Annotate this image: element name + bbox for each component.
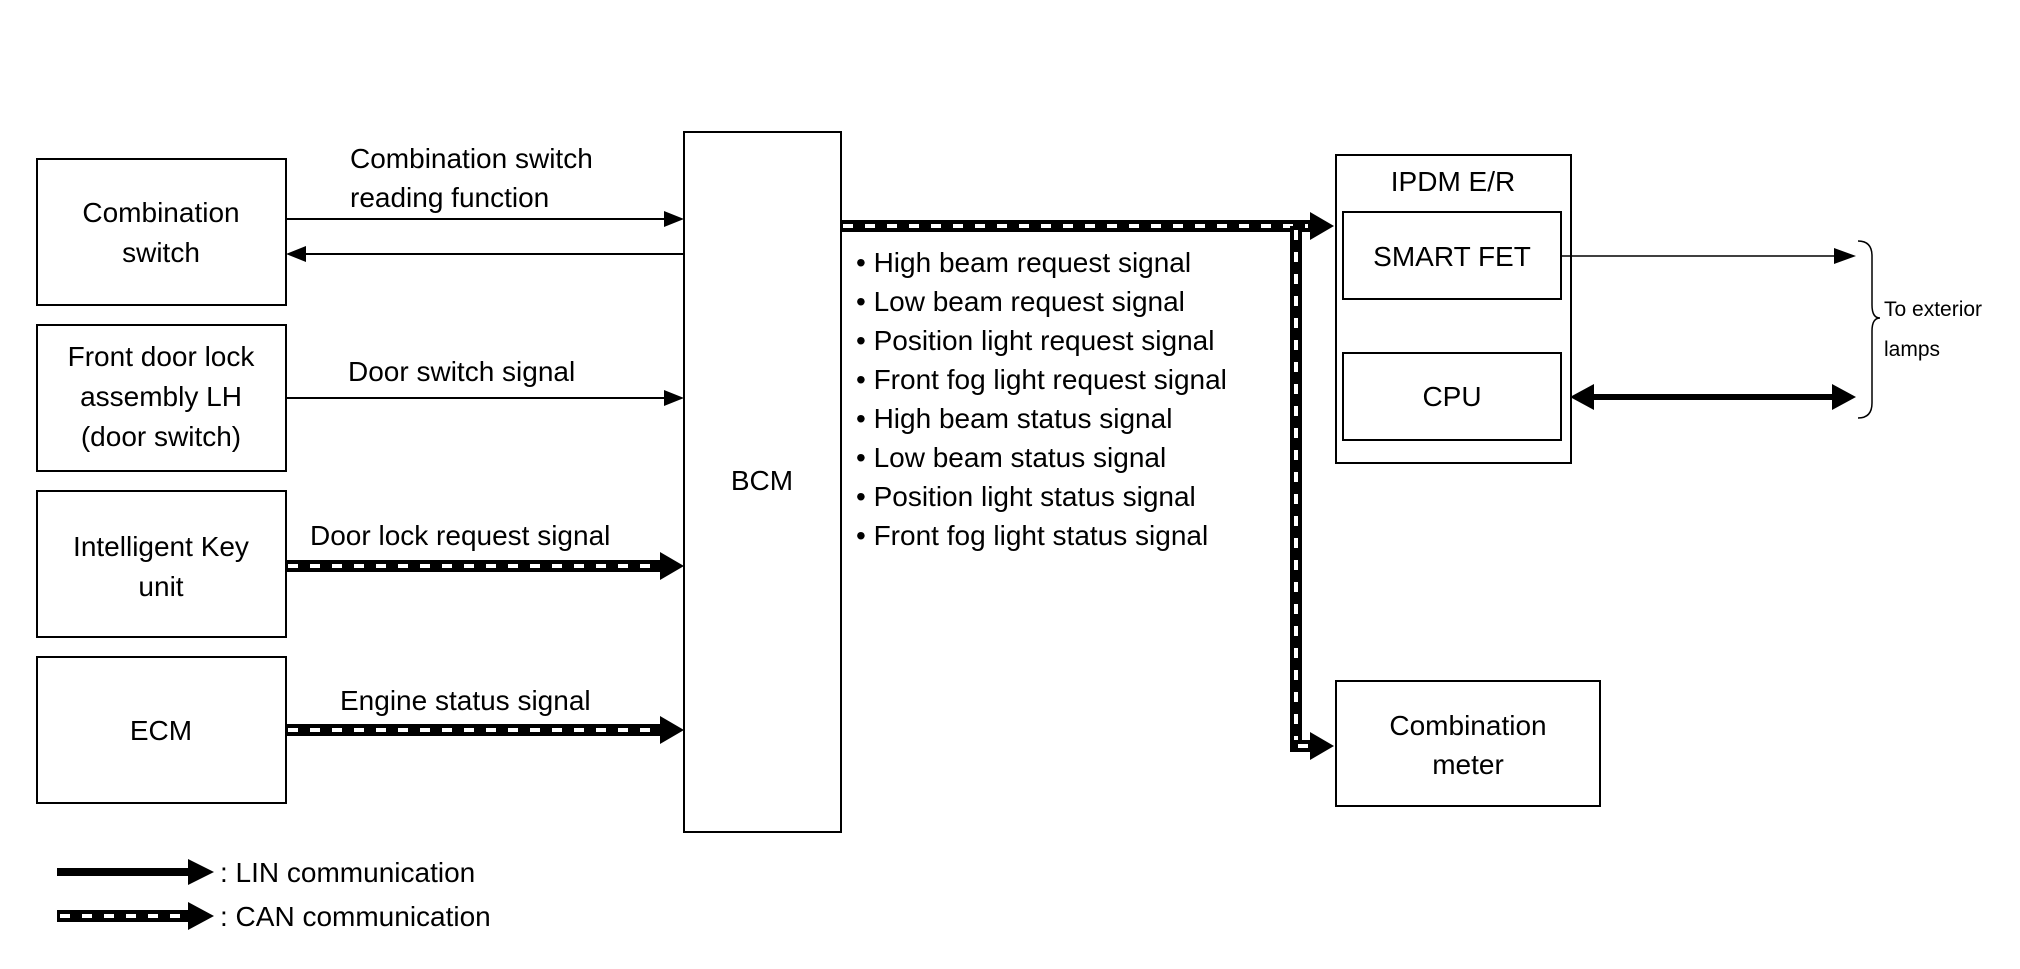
cpu-lin-left-arrowhead bbox=[1570, 384, 1594, 410]
can-signal-item: • Low beam status signal bbox=[856, 442, 1166, 473]
cpu-lin-right-arrowhead bbox=[1832, 384, 1856, 410]
smart-fet-box bbox=[1342, 211, 1562, 300]
can-signal-item: • High beam status signal bbox=[856, 403, 1172, 434]
comb-switch-reading-label-2: reading function bbox=[350, 182, 549, 213]
door-lock-request-label: Door lock request signal bbox=[310, 520, 610, 551]
ecm-box bbox=[36, 656, 287, 804]
combination-switch-label-2: switch bbox=[122, 237, 200, 268]
can-signal-item: • High beam request signal bbox=[856, 247, 1191, 278]
exterior-lamps-brace bbox=[1857, 240, 1881, 419]
ecm-label: ECM bbox=[130, 715, 192, 746]
can-to-meter-arrowhead bbox=[1310, 732, 1334, 760]
can-signal-item: • Position light status signal bbox=[856, 481, 1196, 512]
front-door-lock-label-1: Front door lock bbox=[68, 341, 256, 372]
exterior-lamps-label-2: lamps bbox=[1884, 338, 1940, 361]
bcm-box bbox=[683, 131, 842, 833]
can-signal-item: • Front fog light status signal bbox=[856, 520, 1208, 551]
intelligent-key-box bbox=[36, 490, 287, 638]
exterior-lamps-label-1: To exterior bbox=[1884, 298, 1982, 321]
comb-switch-reading-label-1: Combination switch bbox=[350, 143, 593, 174]
legend-can-arrowhead bbox=[188, 902, 214, 930]
smart-fet-output-arrowhead bbox=[1834, 248, 1856, 264]
front-door-lock-label-3: (door switch) bbox=[81, 421, 241, 452]
engine-status-label: Engine status signal bbox=[340, 685, 591, 716]
legend-lin-arrowhead bbox=[188, 859, 214, 885]
cpu-box bbox=[1342, 352, 1562, 441]
door-switch-arrowhead bbox=[664, 390, 684, 406]
engine-status-arrowhead bbox=[660, 716, 684, 744]
bcm-to-comb-switch-arrowhead bbox=[286, 246, 306, 262]
bcm-label: BCM bbox=[731, 465, 793, 496]
smart-fet-label: SMART FET bbox=[1373, 241, 1531, 272]
combination-switch-label-1: Combination bbox=[82, 197, 239, 228]
combination-switch-box bbox=[36, 158, 287, 306]
legend-lin-label: : LIN communication bbox=[220, 857, 475, 888]
combination-meter-box bbox=[1335, 680, 1601, 807]
combination-meter-label-1: Combination bbox=[1389, 710, 1546, 741]
door-switch-signal-label: Door switch signal bbox=[348, 356, 575, 387]
front-door-lock-box bbox=[36, 324, 287, 472]
can-signal-item: • Front fog light request signal bbox=[856, 364, 1227, 395]
door-lock-request-arrowhead bbox=[660, 552, 684, 580]
intelligent-key-label-1: Intelligent Key bbox=[73, 531, 249, 562]
ipdm-label: IPDM E/R bbox=[1391, 166, 1515, 197]
front-door-lock-label-2: assembly LH bbox=[80, 381, 242, 412]
legend-can-label: : CAN communication bbox=[220, 901, 491, 932]
can-signal-item: • Low beam request signal bbox=[856, 286, 1185, 317]
bcm-to-ipdm-arrowhead bbox=[1310, 212, 1334, 240]
cpu-label: CPU bbox=[1422, 381, 1481, 412]
comb-switch-to-bcm-arrowhead bbox=[664, 211, 684, 227]
intelligent-key-label-2: unit bbox=[138, 571, 183, 602]
can-signal-item: • Position light request signal bbox=[856, 325, 1214, 356]
combination-meter-label-2: meter bbox=[1432, 749, 1504, 780]
